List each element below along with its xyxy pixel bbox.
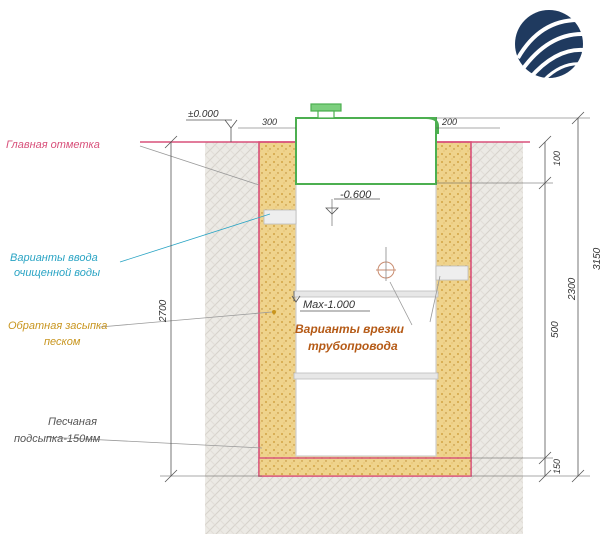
backfill-label-line2: песком — [44, 336, 81, 348]
dim-total-label: 3150 — [592, 247, 603, 270]
dim-200-label: 200 — [441, 117, 457, 127]
sand-bed-label-line1: Песчаная — [48, 416, 97, 428]
backfill-label-line1: Обратная засыпка — [8, 320, 107, 332]
inlet-variants-label-line1: Варианты ввода — [10, 252, 98, 264]
outlet-pipe-right — [435, 265, 469, 281]
sand-bed — [258, 457, 472, 477]
tank-neck — [295, 117, 437, 185]
outlet-pipe-left — [263, 209, 297, 225]
elev-zero-label: ±0.000 — [188, 109, 219, 120]
company-logo-icon — [515, 10, 585, 82]
dim-left-label: 2700 — [158, 299, 169, 323]
partition-bottom — [293, 372, 439, 380]
dim-2300-label: 2300 — [567, 277, 578, 301]
pipe-variants-label-line2: трубопровода — [308, 339, 398, 353]
max-1000-label: Max-1.000 — [303, 299, 356, 311]
partition-top — [293, 290, 439, 298]
sand-bed-label-line2: подсыпка-150мм — [14, 433, 101, 445]
inlet-variants-label-line2: очищенной воды — [14, 267, 100, 279]
lid-handle — [310, 103, 342, 112]
tank-body — [295, 182, 437, 457]
dim-150-label: 150 — [552, 459, 562, 474]
level-600-label: -0.600 — [340, 189, 372, 201]
tank-lip — [296, 117, 439, 134]
dim-500-label: 500 — [550, 321, 561, 338]
dim-100-label: 100 — [552, 151, 562, 166]
pipe-variants-label-line1: Варианты врезки — [295, 322, 405, 336]
ground-mark-label: Главная отметка — [6, 139, 100, 151]
dim-300-label: 300 — [262, 117, 277, 127]
